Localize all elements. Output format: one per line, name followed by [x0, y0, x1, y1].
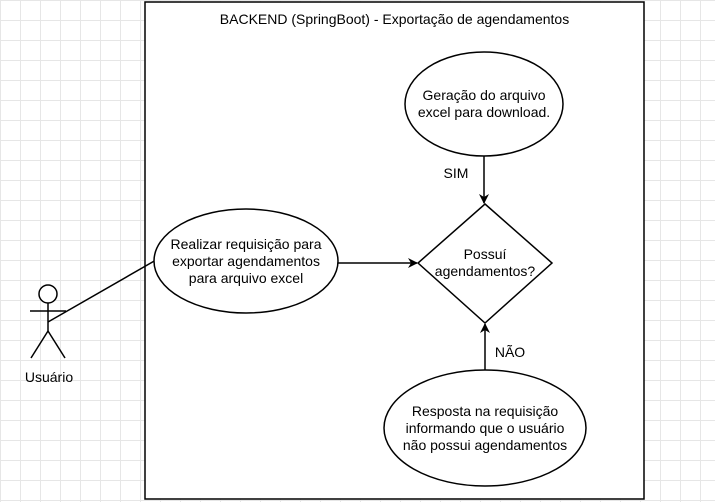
yes-edge-label: SIM [443, 165, 469, 181]
request-usecase[interactable] [153, 208, 339, 314]
actor-figure[interactable] [30, 284, 66, 359]
actor-right-leg [47, 330, 66, 359]
decision-label: Possuí agendamentos? [415, 246, 555, 280]
decision-line-1: Possuí [463, 246, 507, 262]
actor-label: Usuário [24, 369, 74, 385]
no-edge-label: NÃO [494, 344, 526, 360]
association-line [47, 255, 164, 323]
response-line-3: não possui agendamentos [402, 437, 568, 453]
response-line-2: informando que o usuário [405, 420, 565, 436]
actor-left-leg [30, 330, 49, 359]
decision-line-2: agendamentos? [434, 263, 536, 279]
generate-label: Geração do arquivo excel para download. [400, 87, 568, 121]
generate-line-2: excel para download. [417, 104, 551, 120]
request-line-1: Realizar requisição para [170, 236, 322, 252]
request-line-3: para arquivo excel [188, 270, 304, 286]
system-title: BACKEND (SpringBoot) - Exportação de age… [219, 11, 570, 27]
actor-head [38, 284, 58, 304]
request-line-2: exportar agendamentos [172, 253, 320, 269]
response-label: Resposta na requisição informando que o … [385, 403, 585, 454]
generate-line-1: Geração do arquivo [422, 87, 546, 103]
request-label: Realizar requisição para exportar agenda… [152, 236, 340, 287]
response-line-1: Resposta na requisição [411, 403, 559, 419]
